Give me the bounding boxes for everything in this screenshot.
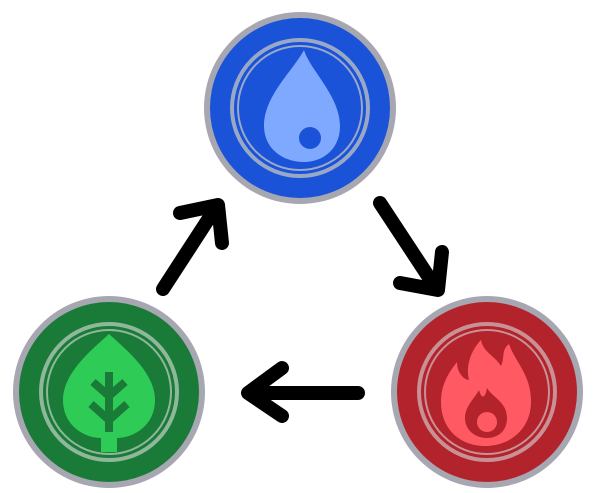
fire-inner-ring-2 [424,329,550,455]
arrow-shaft [373,196,439,289]
arrow-head [241,361,289,423]
arrow-fire-to-grass [241,361,365,423]
water-inner-ring-2 [237,45,363,171]
arrow-head [393,245,449,297]
grass-inner-ring-2 [46,329,172,455]
arrow-water-to-fire [373,196,449,297]
water-node [204,12,396,204]
arrow-grass-to-water [156,198,229,296]
water-drop-icon [264,50,340,162]
grass-inner-ring [39,322,179,462]
flame-icon [441,340,531,446]
arrow-shaft [156,205,220,296]
arrow-head [173,198,229,250]
leaf-icon [63,334,155,452]
arrows [156,196,449,423]
fire-node [391,296,583,488]
fire-inner-ring [417,322,557,462]
grass-node [13,296,205,488]
water-inner-ring [230,38,370,178]
